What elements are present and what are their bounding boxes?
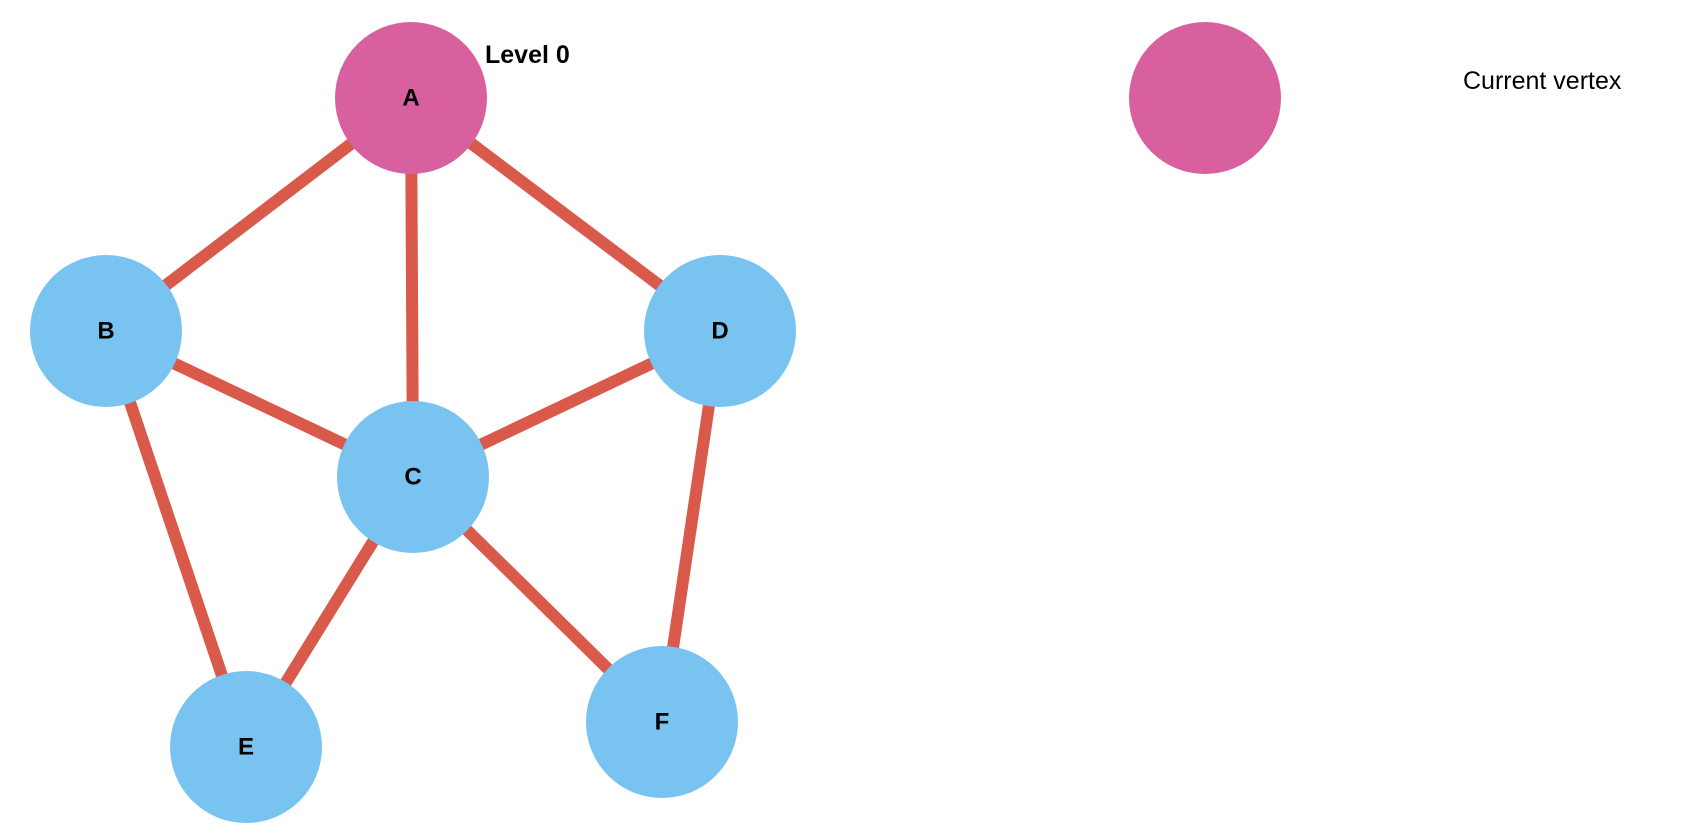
edge-c-f: [461, 524, 614, 675]
edge-a-c: [405, 171, 419, 404]
node-d-circle: [644, 255, 796, 407]
edge-b-e: [123, 399, 229, 679]
edge-c-e: [279, 536, 380, 688]
edge-c-d: [477, 357, 656, 451]
legend-current-vertex-label: Current vertex: [1463, 67, 1622, 95]
node-c-circle: [337, 401, 489, 553]
legend-current-vertex-swatch: [1129, 22, 1281, 174]
node-a-label: A: [402, 85, 419, 112]
legend: Current vertex: [1129, 22, 1622, 174]
edge-b-c: [170, 357, 349, 451]
edge-d-f: [666, 403, 716, 650]
node-f-circle: [586, 646, 738, 798]
edge-a-b: [161, 138, 356, 291]
node-c-label: C: [404, 464, 421, 491]
node-b: B: [30, 255, 182, 407]
node-a-circle: [335, 22, 487, 174]
node-e-circle: [170, 671, 322, 823]
level-label: Level 0: [485, 41, 570, 69]
node-e: E: [170, 671, 322, 823]
node-e-label: E: [238, 734, 254, 761]
node-b-circle: [30, 255, 182, 407]
node-d-label: D: [711, 318, 728, 345]
edge-a-d: [466, 137, 665, 292]
node-b-label: B: [97, 318, 114, 345]
node-c: C: [337, 401, 489, 553]
node-d: D: [644, 255, 796, 407]
node-f-label: F: [655, 709, 670, 736]
node-f: F: [586, 646, 738, 798]
nodes-layer: A B C D E F: [30, 22, 796, 823]
node-a: A: [335, 22, 487, 174]
edges-layer: [123, 137, 716, 688]
